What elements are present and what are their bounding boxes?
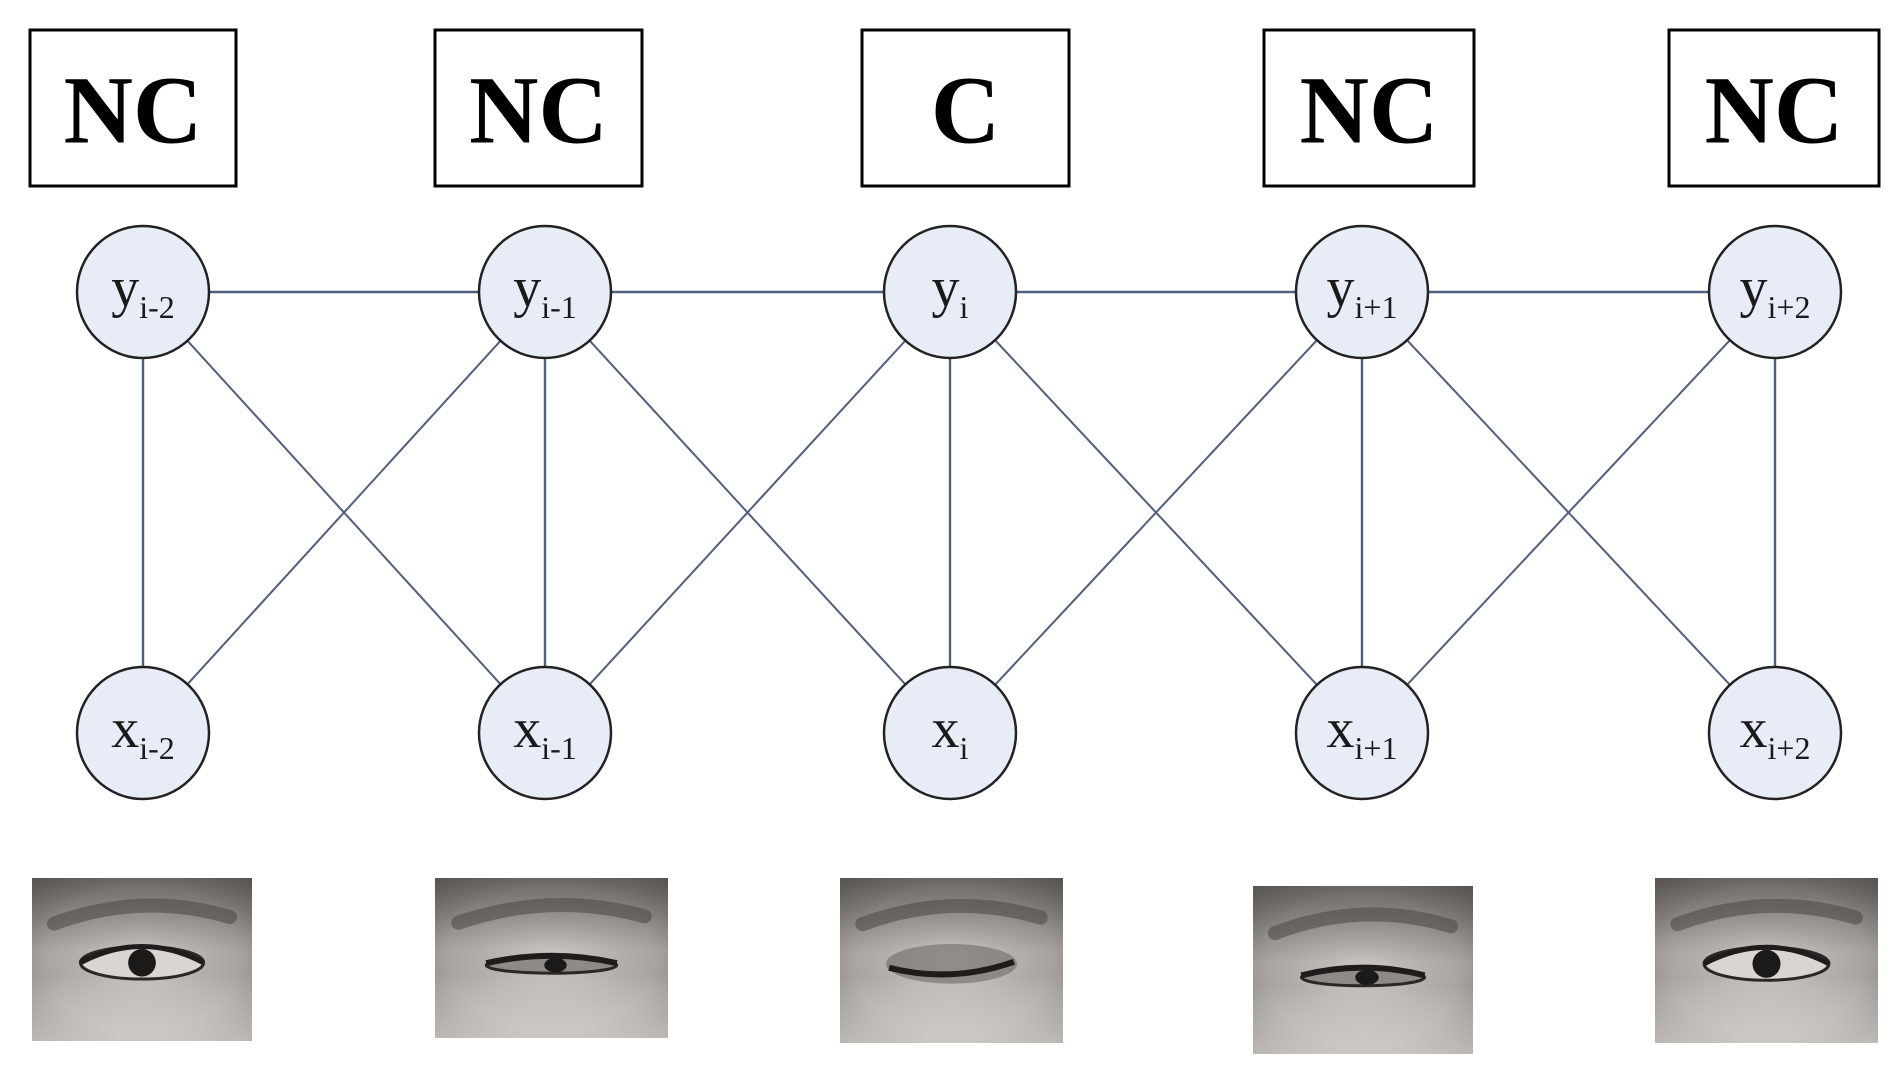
node-label: yi-2 — [111, 257, 175, 325]
node-label: yi+2 — [1740, 257, 1811, 325]
node-label: xi+1 — [1327, 698, 1398, 766]
node-label: yi-1 — [513, 257, 577, 325]
graph-edges — [141, 290, 1777, 686]
eyebrow-shape — [855, 898, 1048, 932]
node-subscript: i+2 — [1768, 730, 1811, 766]
node-variable: y — [513, 257, 541, 319]
eyebrow-shape — [1670, 898, 1863, 932]
node-y-im1: yi-1 — [477, 224, 613, 360]
node-label: xi-1 — [513, 698, 577, 766]
eye-image-2-half-closed — [435, 878, 668, 1038]
eye-iris — [128, 948, 156, 977]
node-y-ip2: yi+2 — [1707, 224, 1843, 360]
upper-eyelid — [1300, 964, 1426, 979]
cheek-highlight — [1655, 977, 1878, 1043]
node-circle — [75, 665, 211, 801]
eye-iris — [544, 958, 567, 973]
class-label-text: NC — [469, 57, 608, 164]
edge-y_ip2-x_ip1 — [1406, 339, 1731, 686]
eye-iris — [1355, 969, 1379, 985]
node-subscript: i+1 — [1355, 730, 1398, 766]
eyebrow-shape — [1268, 907, 1458, 941]
class-label-text: NC — [1300, 57, 1439, 164]
upper-eyelid — [1702, 944, 1831, 967]
class-label-text: NC — [1705, 57, 1844, 164]
node-label: xi — [932, 698, 969, 766]
edge-y_im1-x_im2 — [186, 340, 502, 685]
eyebrow-shape — [47, 898, 237, 931]
node-circle — [1294, 224, 1430, 360]
node-subscript: i-1 — [541, 289, 577, 325]
node-label: xi-2 — [111, 698, 175, 766]
node-x-i: xi — [882, 665, 1018, 801]
class-label-text: NC — [64, 57, 203, 164]
class-label-box — [860, 28, 1071, 188]
node-y-im2: yi-2 — [75, 224, 211, 360]
closed-eyelid-shadow — [885, 944, 1018, 984]
class-label-4: NC — [1262, 28, 1476, 188]
node-variable: y — [1327, 257, 1355, 319]
class-label-box — [1262, 28, 1476, 188]
node-subscript: i-1 — [541, 730, 577, 766]
node-subscript: i — [960, 730, 969, 766]
cheek-highlight — [1253, 986, 1473, 1054]
edge-y_ip1-x_i — [994, 339, 1318, 686]
node-subscript: i+2 — [1768, 289, 1811, 325]
eye-image-row — [32, 878, 1878, 1054]
node-subscript: i — [960, 289, 969, 325]
class-label-row: NC NC C NC NC — [28, 28, 1881, 188]
cheek-highlight — [32, 975, 252, 1041]
node-subscript: i-2 — [139, 730, 175, 766]
node-variable: x — [932, 698, 960, 760]
node-label: yi — [932, 257, 969, 325]
class-label-box — [433, 28, 644, 188]
eye-image-4-half-closed — [1253, 886, 1473, 1054]
upper-eyelid — [79, 943, 205, 965]
node-circle — [1707, 665, 1843, 801]
eye-image-3-closed — [840, 878, 1063, 1043]
closed-lid-line — [888, 958, 1015, 978]
eye-image-5-open — [1655, 878, 1878, 1043]
node-variable: x — [1327, 698, 1355, 760]
node-label: yi+1 — [1327, 257, 1398, 325]
node-variable: y — [932, 257, 960, 319]
node-label: xi+2 — [1740, 698, 1811, 766]
cheek-highlight — [435, 974, 668, 1038]
node-circle — [1294, 665, 1430, 801]
node-variable: y — [1740, 257, 1768, 319]
node-y-i: yi — [882, 224, 1018, 360]
node-circle — [75, 224, 211, 360]
node-x-im2: xi-2 — [75, 665, 211, 801]
node-x-im1: xi-1 — [477, 665, 613, 801]
node-circle — [882, 665, 1018, 801]
node-variable: x — [1740, 698, 1768, 760]
node-x-ip2: xi+2 — [1707, 665, 1843, 801]
class-label-text: C — [931, 57, 1000, 164]
node-variable: y — [111, 257, 139, 319]
class-label-2: NC — [433, 28, 644, 188]
node-subscript: i-2 — [139, 289, 175, 325]
eye-image-1-open — [32, 878, 252, 1041]
node-circle — [477, 224, 613, 360]
class-label-box — [28, 28, 238, 188]
node-circle — [477, 665, 613, 801]
node-circle — [1707, 224, 1843, 360]
class-label-1: NC — [28, 28, 238, 188]
class-label-5: NC — [1667, 28, 1881, 188]
edge-y_i-x_im1 — [588, 339, 907, 686]
cheek-highlight — [840, 977, 1063, 1043]
node-x-ip1: xi+1 — [1294, 665, 1430, 801]
node-variable: x — [111, 698, 139, 760]
upper-eyelid — [485, 952, 618, 967]
eye-iris — [1752, 949, 1781, 978]
node-y-ip1: yi+1 — [1294, 224, 1430, 360]
node-circle — [882, 224, 1018, 360]
class-label-box — [1667, 28, 1881, 188]
node-subscript: i+1 — [1355, 289, 1398, 325]
class-label-3: C — [860, 28, 1071, 188]
eyebrow-shape — [451, 898, 652, 930]
node-variable: x — [513, 698, 541, 760]
